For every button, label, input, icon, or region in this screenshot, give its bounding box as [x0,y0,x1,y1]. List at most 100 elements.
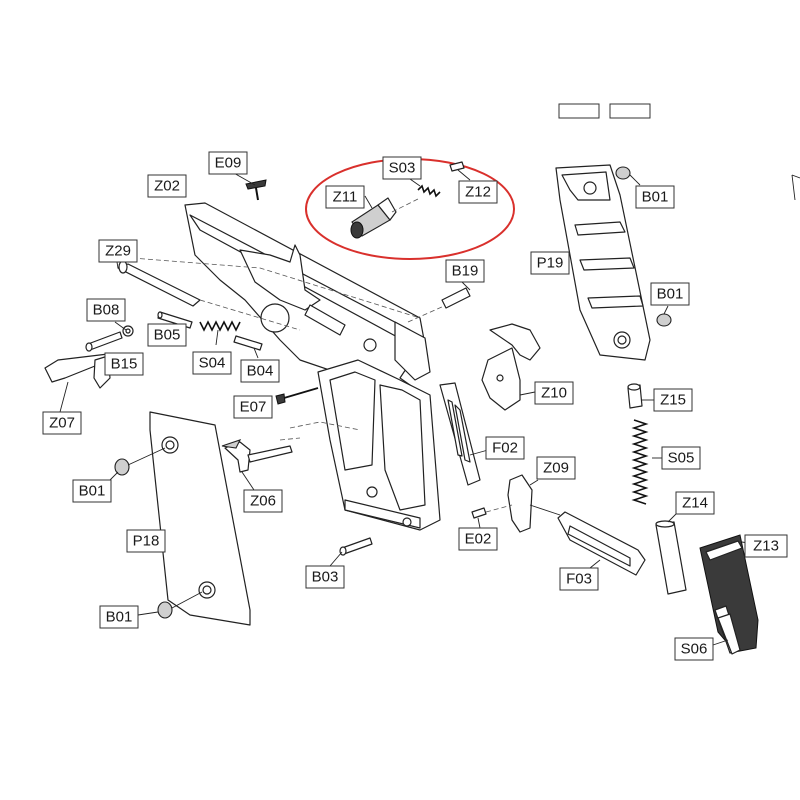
assembly-line [485,504,513,513]
z15-part [627,383,643,409]
label-e09: E09 [208,151,248,175]
b08-leader [114,321,127,331]
s03-spring [417,184,441,198]
p19-right-grip [555,164,651,361]
label-b08: B08 [86,298,126,322]
label-b01-text: B01 [79,483,106,500]
label-s04-text: S04 [199,355,226,372]
label-z14-text: Z14 [682,495,708,512]
z07-slide-stop [44,353,111,389]
e02-leader [477,517,481,529]
label-z14: Z14 [675,491,715,515]
b01-leader [109,471,119,481]
b15-pin [85,331,123,352]
b01-screw-upper-right [615,166,641,186]
label-p19: P19 [530,251,570,275]
b01-screw-lower-right [656,305,672,327]
label-b03-text: B03 [312,569,339,586]
e07-screw [275,387,319,405]
label-b04-text: B04 [247,363,274,380]
label-z29-text: Z29 [105,243,131,260]
label-b05-text: B05 [154,327,181,344]
label-z11-text: Z11 [333,189,358,206]
label-s03: S03 [382,156,422,180]
label-z11: Z11 [325,185,365,209]
cropped-label-box [558,103,600,119]
z29-rod [117,257,421,331]
label-b01-upper-right: B01 [635,185,675,209]
label-z06-text: Z06 [250,493,276,510]
z11-part [350,197,397,239]
z14-leader [667,513,677,523]
label-z15-text: Z15 [660,392,686,409]
label-b01-text: B01 [657,286,684,303]
label-s06-text: S06 [681,641,708,658]
cropped-edge-part [791,174,800,201]
b19-pin [441,287,471,309]
label-p18-text: P18 [133,533,160,550]
label-b08-text: B08 [93,302,120,319]
b01-screw-lower-left [157,591,203,619]
z10-leader [519,391,536,396]
label-s03-text: S03 [389,160,416,177]
label-f02: F02 [485,436,525,460]
label-z02: Z02 [147,174,187,198]
label-f03-text: F03 [566,571,592,588]
z07-leader [59,381,69,413]
z12-leader [457,169,471,181]
s05-main-spring [631,419,649,505]
label-z02-text: Z02 [154,178,180,195]
f03-link [529,504,561,516]
label-b01-lower-right: B01 [650,282,690,306]
s06-pin [717,613,741,655]
z09-leader [529,479,539,486]
label-e07: E07 [233,395,273,419]
assembly-line [391,197,421,213]
label-z15: Z15 [653,388,693,412]
label-s04: S04 [192,351,232,375]
cropped-label-box [609,103,651,119]
label-p18: P18 [126,529,166,553]
b19-leader [461,281,471,291]
label-z09: Z09 [536,456,576,480]
z06-thumb-safety [221,439,293,473]
z09-part [507,474,533,533]
b03-pin [339,537,373,556]
label-e02: E02 [458,527,498,551]
label-b01-text: B01 [106,609,133,626]
label-z29: Z29 [98,239,138,263]
b03-leader [329,551,343,567]
b04-leader [253,347,259,359]
label-b01-lower-left: B01 [99,605,139,629]
label-f03: F03 [559,567,599,591]
label-e09-text: E09 [215,155,242,172]
label-p19-text: P19 [537,255,564,272]
label-z10-text: Z10 [541,385,567,402]
assembly-line [289,421,361,431]
label-b15: B15 [104,352,144,376]
f03-leader [589,559,601,569]
b04-pin [233,335,263,351]
f03-part [557,511,646,576]
b08-pin [122,325,134,337]
label-z07-text: Z07 [49,415,75,432]
z10-hammer [481,323,541,411]
b01-leader [137,611,159,616]
label-b01-upper-left: B01 [72,479,112,503]
label-z07: Z07 [42,411,82,435]
label-z13: Z13 [744,534,788,558]
b01-screw-upper-left [114,447,166,476]
z06-leader [241,471,255,491]
z14-part [655,520,687,595]
label-s05-text: S05 [668,450,695,467]
label-e02-text: E02 [465,531,492,548]
p18-left-grip [149,411,251,626]
label-s06: S06 [674,637,714,661]
label-f02-text: F02 [492,440,518,457]
grip-frame-part [317,359,441,531]
s06-leader [712,639,729,646]
label-z06: Z06 [243,489,283,513]
label-z09-text: Z09 [543,460,569,477]
